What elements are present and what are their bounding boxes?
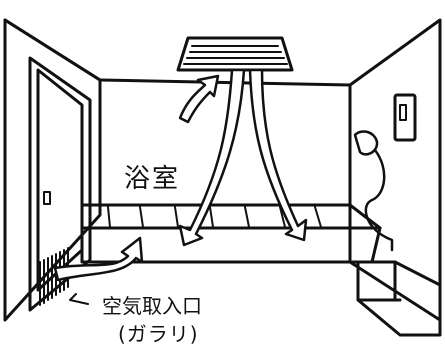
fan-frame	[176, 36, 294, 72]
ceiling-exhaust-fan-icon	[176, 36, 294, 72]
ceiling-left-edge	[3, 18, 102, 82]
room-label: 浴室	[124, 164, 181, 194]
tub-rim-lines	[107, 206, 322, 228]
tub-front	[80, 226, 382, 264]
step	[356, 260, 442, 337]
control-panel	[393, 93, 417, 142]
shower-head-icon	[353, 93, 417, 252]
shower-head	[353, 130, 379, 156]
airflow-arrow-icon	[53, 68, 308, 305]
air-inlet-note: (ガラリ)	[118, 322, 199, 346]
back-wall-top	[98, 78, 352, 87]
bathtub	[80, 203, 382, 264]
room-outline	[3, 18, 442, 322]
tub-rim	[80, 203, 382, 230]
door-handle	[43, 191, 51, 205]
air-inlet-label: 空気取入口	[102, 294, 202, 318]
door-frame	[28, 56, 92, 312]
shower-hose	[364, 148, 394, 252]
